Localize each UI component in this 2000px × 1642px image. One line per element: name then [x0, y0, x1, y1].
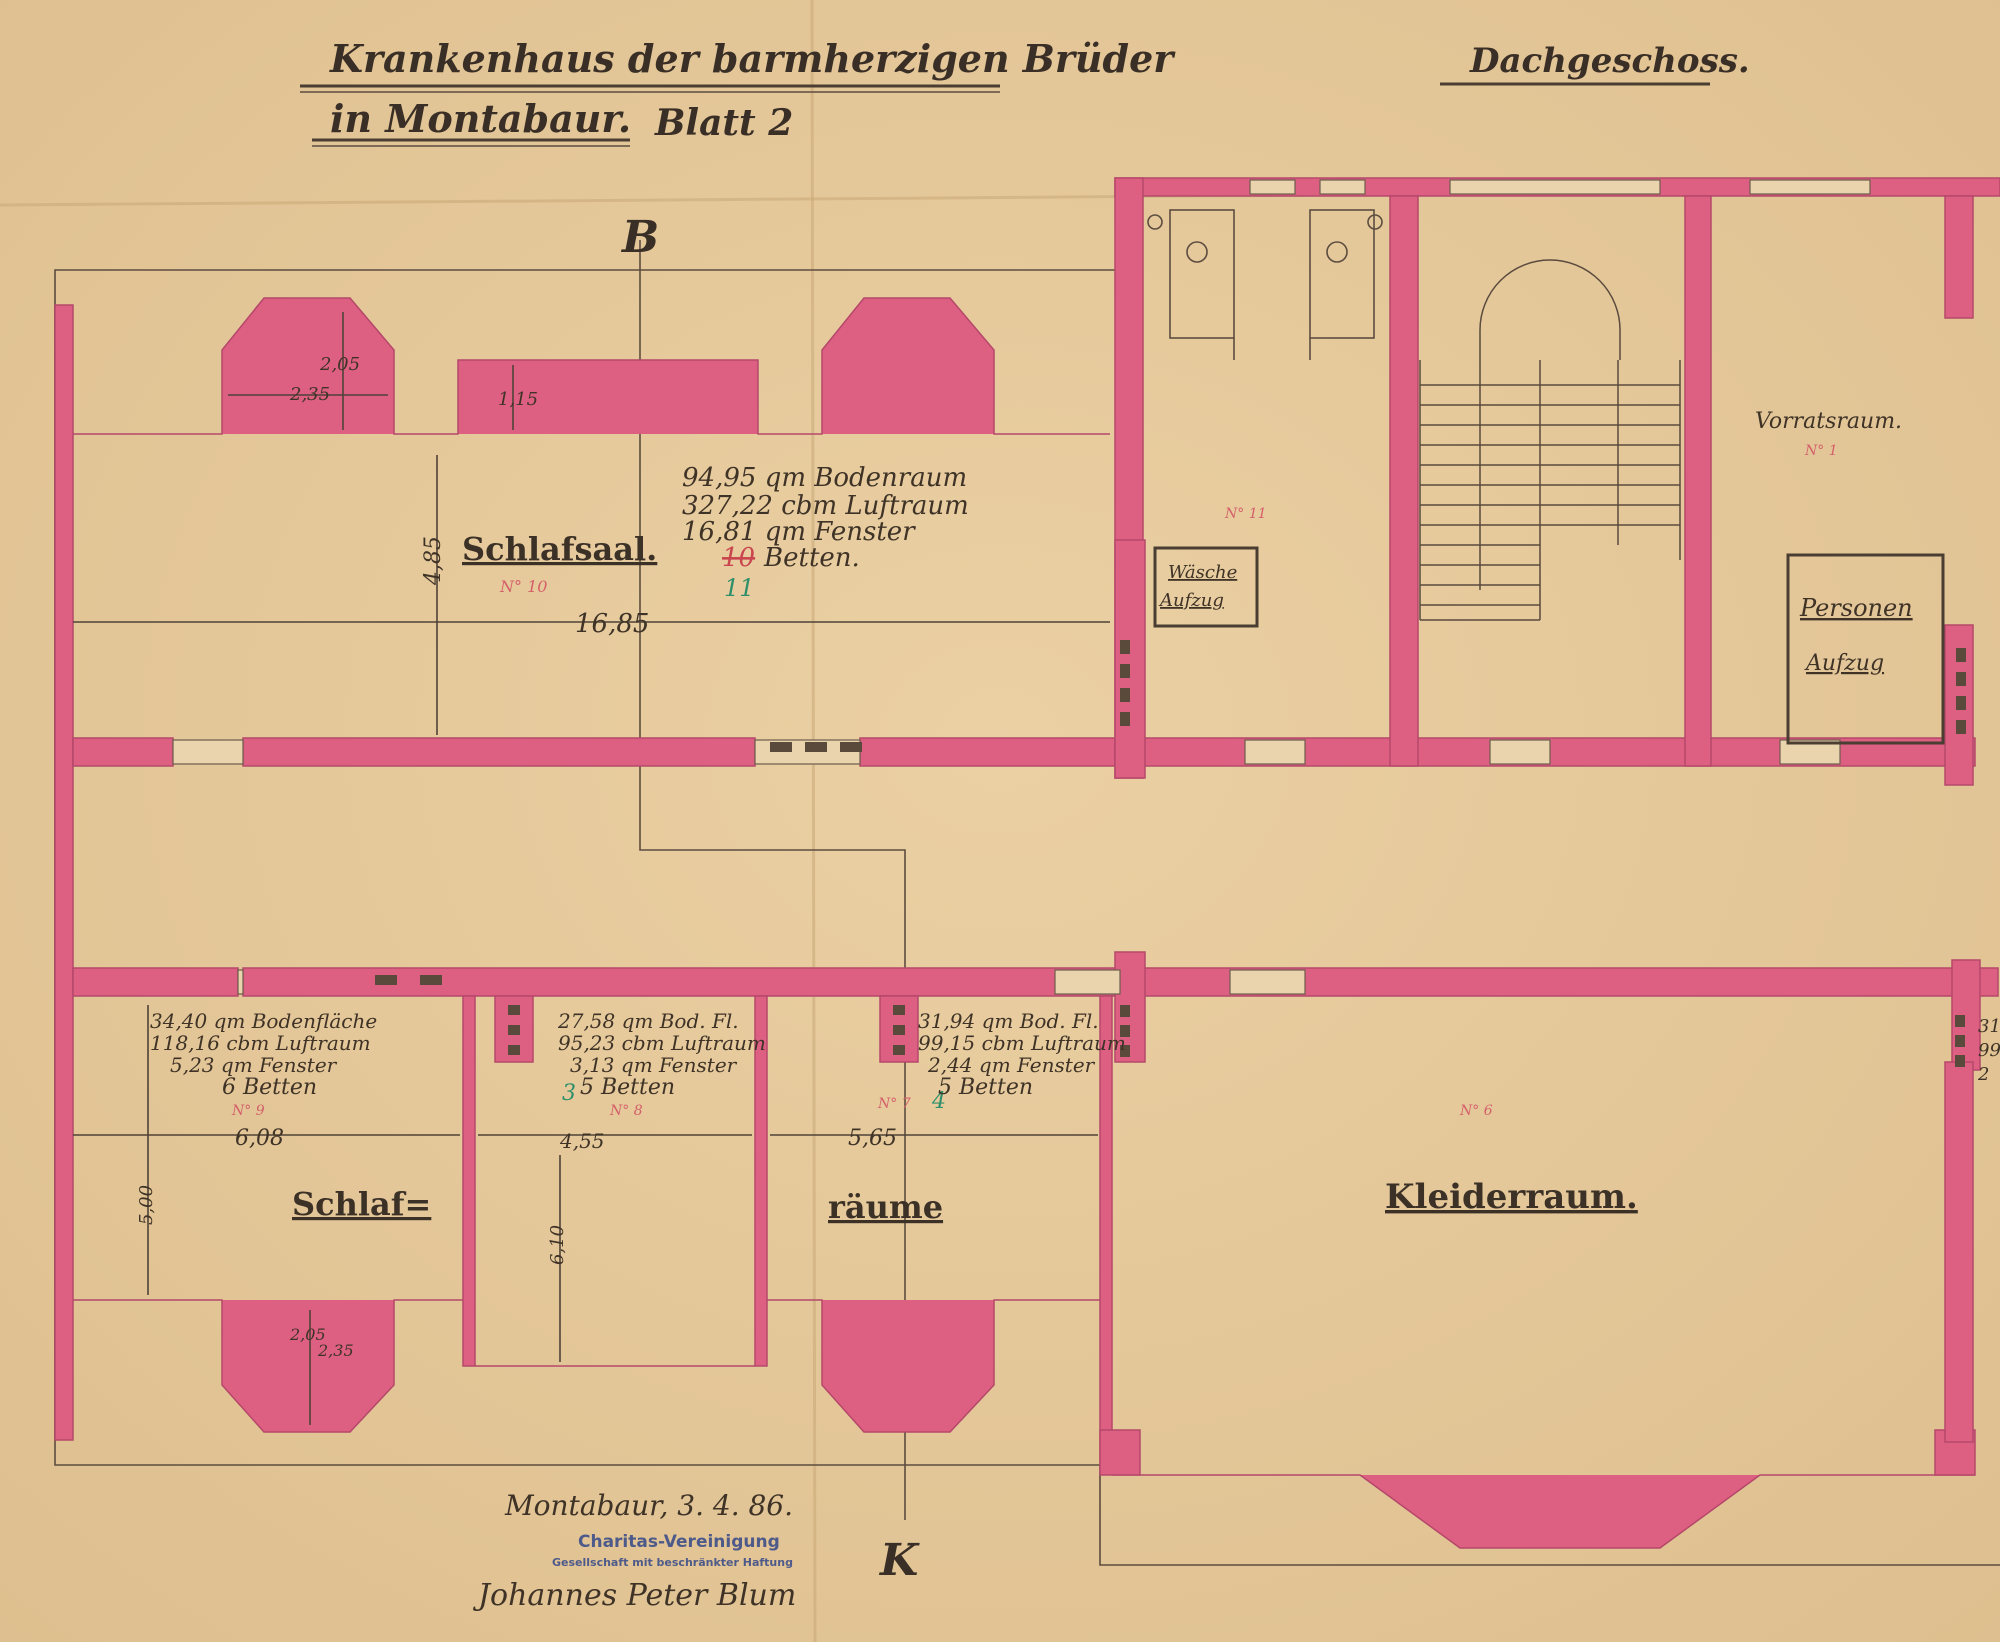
room8-beds-new: 3 [562, 1081, 576, 1106]
laundry-lift-line1: Wäsche [1168, 562, 1237, 583]
place-date: Montabaur, 3. 4. 86. [504, 1489, 793, 1522]
signer-signature: Johannes Peter Blum [472, 1578, 796, 1613]
room-number-11: N° 11 [1224, 506, 1267, 522]
laundry-lift-box [1153, 546, 1259, 628]
room9-area: 34,40 qm Bodenfläche [150, 1009, 377, 1033]
dimension-lines [73, 312, 1110, 1425]
room9-beds: 6 Betten [222, 1075, 317, 1100]
room-number-8: N° 8 [609, 1103, 643, 1119]
schlafsaal-beds-old: 10 [722, 543, 755, 573]
stamp-line1: Charitas-Vereinigung [578, 1532, 780, 1552]
dim-schlafsaal-depth: 4,85 [421, 536, 446, 586]
schlafsaal-volume: 327,22 cbm Luftraum [682, 491, 969, 521]
dim-bay-lower-width: 2,35 [317, 1341, 354, 1360]
staircase [1419, 259, 1681, 621]
wall-left [54, 304, 74, 1441]
room-7: 31,94 qm Bod. Fl. 99,15 cbm Luftraum 2,4… [848, 1009, 1126, 1151]
room-schlafsaal: Schlafsaal. N° 10 94,95 qm Bodenraum 327… [289, 354, 969, 639]
laundry-lift-line2: Aufzug [1158, 590, 1224, 611]
room-name-schlafsaal: Schlafsaal. [462, 530, 657, 568]
room-number-10: N° 10 [499, 577, 547, 596]
stamp-line2: Gesellschaft mit beschränkter Haftung [552, 1556, 793, 1569]
room-number-9: N° 9 [231, 1103, 265, 1119]
room-name-kleiderraum: Kleiderraum. [1385, 1177, 1638, 1217]
room9-volume: 118,16 cbm Luftraum [150, 1031, 371, 1055]
room8-beds: 5 Betten [580, 1075, 675, 1100]
svg-text:31,: 31, [1978, 1016, 2000, 1037]
passenger-lift-line1: Personen [1799, 594, 1913, 622]
dim-schlafsaal-length: 16,85 [575, 609, 649, 639]
dim-room8-width: 4,55 [559, 1129, 605, 1153]
section-mark-top: B [620, 212, 659, 263]
walls [54, 177, 2000, 1549]
room-9: 34,40 qm Bodenfläche 118,16 cbm Luftraum… [136, 1009, 377, 1360]
room-name-vorrat: Vorratsraum. [1755, 409, 1902, 434]
schlafsaal-beds-label: Betten. [763, 543, 860, 573]
tower-labels: N° 11 Wäsche Aufzug Vorratsraum. N° 1 Pe… [1158, 409, 1913, 676]
room-number-7: N° 7 [877, 1096, 911, 1112]
section-line: B K [620, 212, 920, 1586]
drawing-title-line1: Krankenhaus der barmherzigen Brüder [329, 36, 1176, 81]
dim-bay2-depth: 1,15 [498, 389, 538, 410]
svg-text:2: 2 [1977, 1064, 1989, 1085]
room-number-6: N° 6 [1459, 1103, 1493, 1119]
schlafsaal-windows: 16,81 qm Fenster [682, 517, 916, 547]
section-mark-bottom: K [878, 1535, 920, 1586]
paper-fold-vertical [810, 0, 817, 1642]
passenger-lift-box [1786, 553, 1945, 745]
vent-grilles [375, 640, 1966, 1067]
room7-area: 31,94 qm Bod. Fl. [918, 1009, 1099, 1033]
room7-windows: 2,44 qm Fenster [927, 1053, 1096, 1077]
room-8: 27,58 qm Bod. Fl. 95,23 cbm Luftraum 3,1… [547, 1009, 766, 1265]
dim-room7-width: 5,65 [848, 1126, 897, 1151]
room-number-1: N° 1 [1804, 443, 1838, 459]
room8-volume: 95,23 cbm Luftraum [558, 1031, 766, 1055]
wall-schlafsaal-top [73, 297, 1110, 435]
drawing-title-line2: in Montabaur. [330, 96, 631, 141]
room-name-schlafraeume-part2: räume [828, 1188, 943, 1226]
signature-block: Montabaur, 3. 4. 86. Charitas-Vereinigun… [472, 1489, 796, 1613]
schlafsaal-area: 94,95 qm Bodenraum [682, 463, 967, 493]
svg-text:99: 99 [1978, 1040, 2000, 1061]
dim-room9-depth: 5,00 [136, 1185, 157, 1225]
wc-fixtures [1147, 209, 1383, 360]
passenger-lift-line2: Aufzug [1804, 651, 1884, 676]
room-name-schlafraeume-part1: Schlaf= [292, 1185, 431, 1223]
room9-windows: 5,23 qm Fenster [170, 1053, 338, 1077]
edge-fragment: 31, 99 2 [1977, 1016, 2000, 1085]
dim-room8-depth: 6,10 [547, 1225, 568, 1265]
room8-windows: 3,13 qm Fenster [570, 1053, 738, 1077]
dim-bay-depth: 2,05 [319, 354, 360, 375]
sheet-number-label: Blatt 2 [654, 102, 793, 144]
floor-label: Dachgeschoss. [1469, 41, 1750, 81]
schlafsaal-beds-new: 11 [724, 574, 755, 602]
dim-bay-lower-depth: 2,05 [289, 1325, 326, 1344]
title-block: Krankenhaus der barmherzigen Brüder in M… [300, 36, 1750, 147]
room-kleiderraum: N° 6 Kleiderraum. [1385, 1103, 1638, 1217]
room7-volume: 99,15 cbm Luftraum [918, 1031, 1126, 1055]
dim-room9-width: 6,08 [235, 1126, 284, 1151]
dim-bay-width: 2,35 [289, 384, 330, 405]
room8-area: 27,58 qm Bod. Fl. [557, 1009, 739, 1033]
room7-beds-new: 4 [931, 1089, 946, 1114]
room7-beds: 5 Betten [938, 1075, 1033, 1100]
